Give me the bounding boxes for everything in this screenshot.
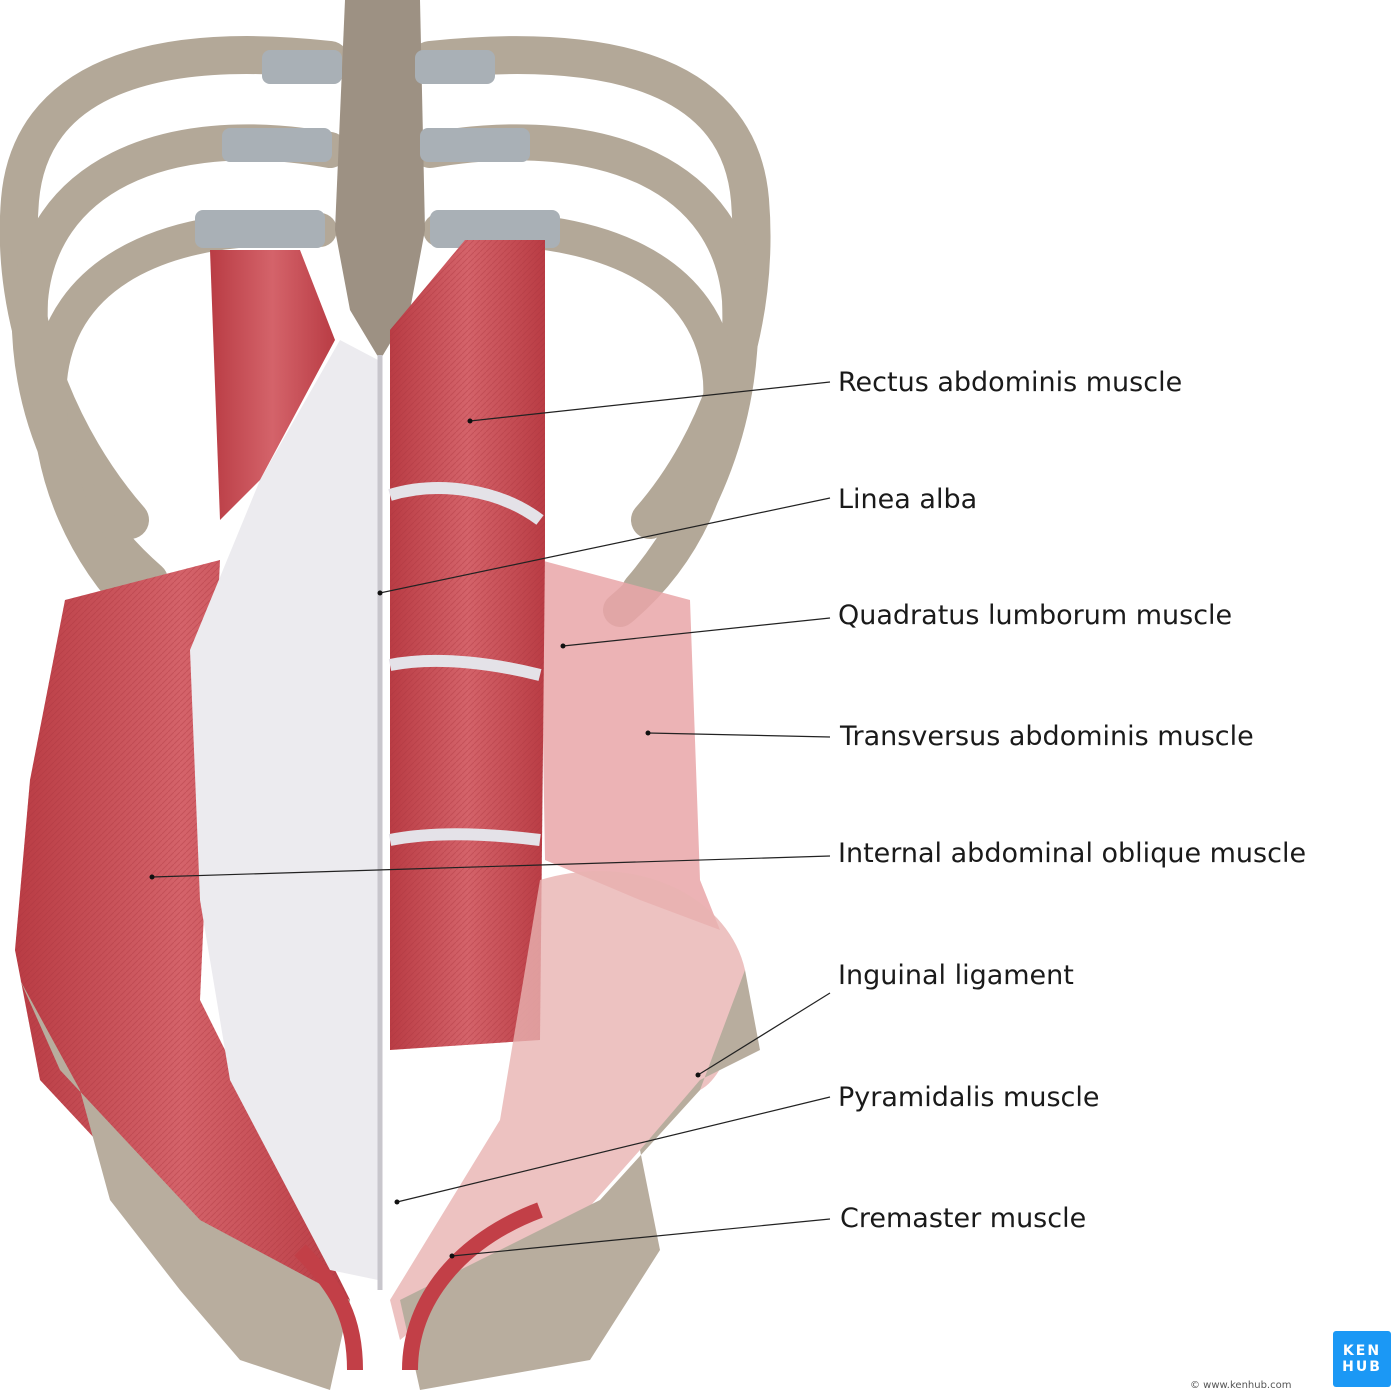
rectus-fibers [390, 240, 545, 1050]
leader-lines [151, 381, 831, 1257]
label-rectus-abdominis: Rectus abdominis muscle [838, 367, 1183, 398]
logo-line1: KEN [1342, 1342, 1382, 1359]
costal-cartilages [195, 50, 560, 248]
label-transversus-abdominis: Transversus abdominis muscle [840, 721, 1254, 752]
copyright: © www.kenhub.com [1190, 1380, 1292, 1391]
internal-oblique-fibers [15, 560, 350, 1370]
sternum [335, 0, 425, 360]
label-quadratus-lumborum: Quadratus lumborum muscle [838, 600, 1233, 631]
tendinous-intersections [388, 482, 544, 846]
iliac-crest-right [390, 871, 745, 1340]
pelvis [20, 970, 760, 1390]
transversus-abdominis-shape [540, 560, 720, 930]
leader-dots [149, 418, 701, 1259]
label-inguinal-ligament: Inguinal ligament [838, 960, 1074, 991]
label-internal-oblique: Internal abdominal oblique muscle [838, 838, 1307, 869]
left-rectus-upper [210, 250, 335, 520]
label-pyramidalis: Pyramidalis muscle [838, 1082, 1100, 1113]
kenhub-logo: KEN HUB [1333, 1331, 1391, 1387]
label-linea-alba: Linea alba [838, 484, 978, 515]
cremaster-cords [294, 1202, 543, 1371]
label-cremaster: Cremaster muscle [840, 1203, 1087, 1234]
logo-line2: HUB [1342, 1359, 1382, 1375]
aponeurosis [190, 340, 378, 1280]
